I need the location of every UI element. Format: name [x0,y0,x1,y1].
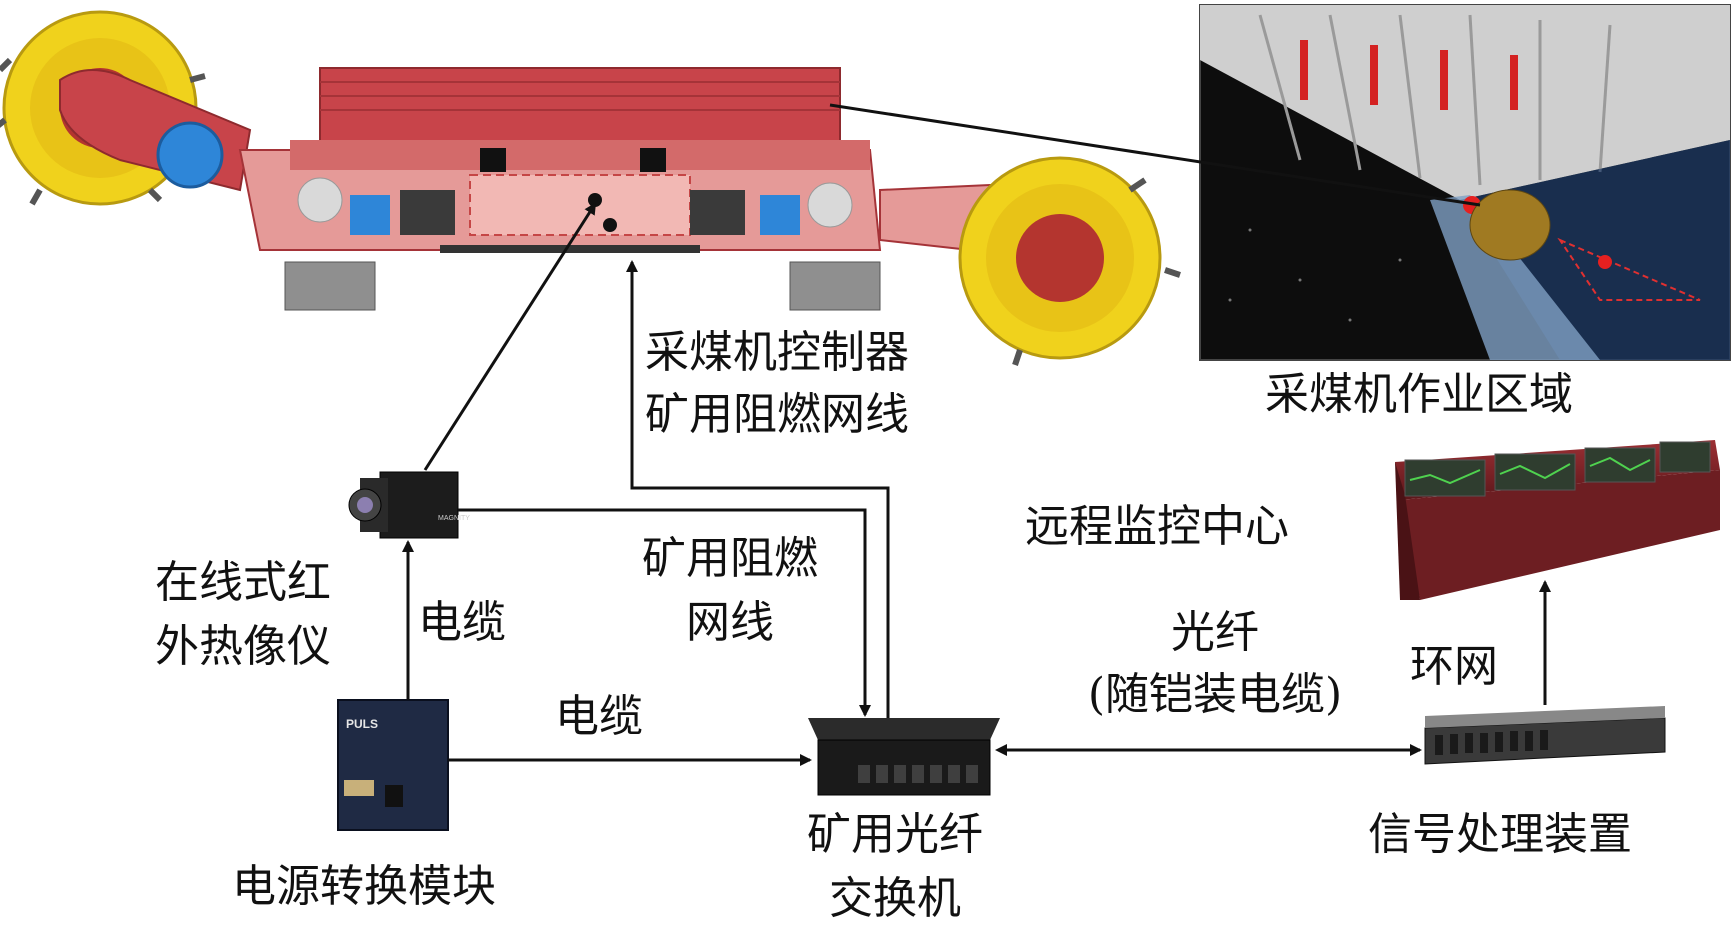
zoom-connector-line [829,103,1481,207]
power-module-image: PULS [337,699,449,831]
network-cable-mid-label-1: 矿用阻燃 [642,533,818,584]
camera-to-shearer-line [423,202,597,471]
signal-processor-label: 信号处理装置 [1368,809,1632,860]
switch-label-2: 交换机 [829,873,961,924]
remote-center-label: 远程监控中心 [1025,501,1289,552]
right-cutting-drum [958,156,1181,366]
work-area-label: 采煤机作业区域 [1265,369,1573,420]
fiber-label-1: 光纤 [1171,607,1259,658]
fiber-switch-image [808,718,1000,796]
shearer-top-frame [319,67,841,147]
infrared-camera-image: MAGNITY [348,471,470,539]
cable-bottom-label: 电缆 [555,691,643,742]
power-module-label: 电源转换模块 [232,861,496,912]
signal-processor-image [1424,706,1666,765]
infrared-camera-label-2: 外热像仪 [155,621,331,672]
left-motor-blue [156,121,224,189]
fiber-label-2: (随铠装电缆) [1087,669,1343,720]
power-brand-text: PULS [346,717,378,731]
switch-to-controller-network [626,260,890,718]
network-cable-top-label: 矿用阻燃网线 [645,389,909,440]
network-cable-mid-label-2: 网线 [686,597,774,648]
shearer-controller-label: 采煤机控制器 [645,327,909,378]
cable-left-label: 电缆 [418,597,506,648]
infrared-camera-label-1: 在线式红 [155,557,331,608]
switch-label-1: 矿用光纤 [807,809,983,860]
camera-brand-text: MAGNITY [438,515,470,522]
shearer-machine-image [0,10,1181,366]
camera-to-switch-network [458,508,871,717]
remote-console-image [1395,440,1720,600]
left-skid [284,261,376,311]
ring-network-label: 环网 [1410,641,1498,692]
right-skid [789,261,881,311]
shearer-work-area-image [1199,4,1731,361]
